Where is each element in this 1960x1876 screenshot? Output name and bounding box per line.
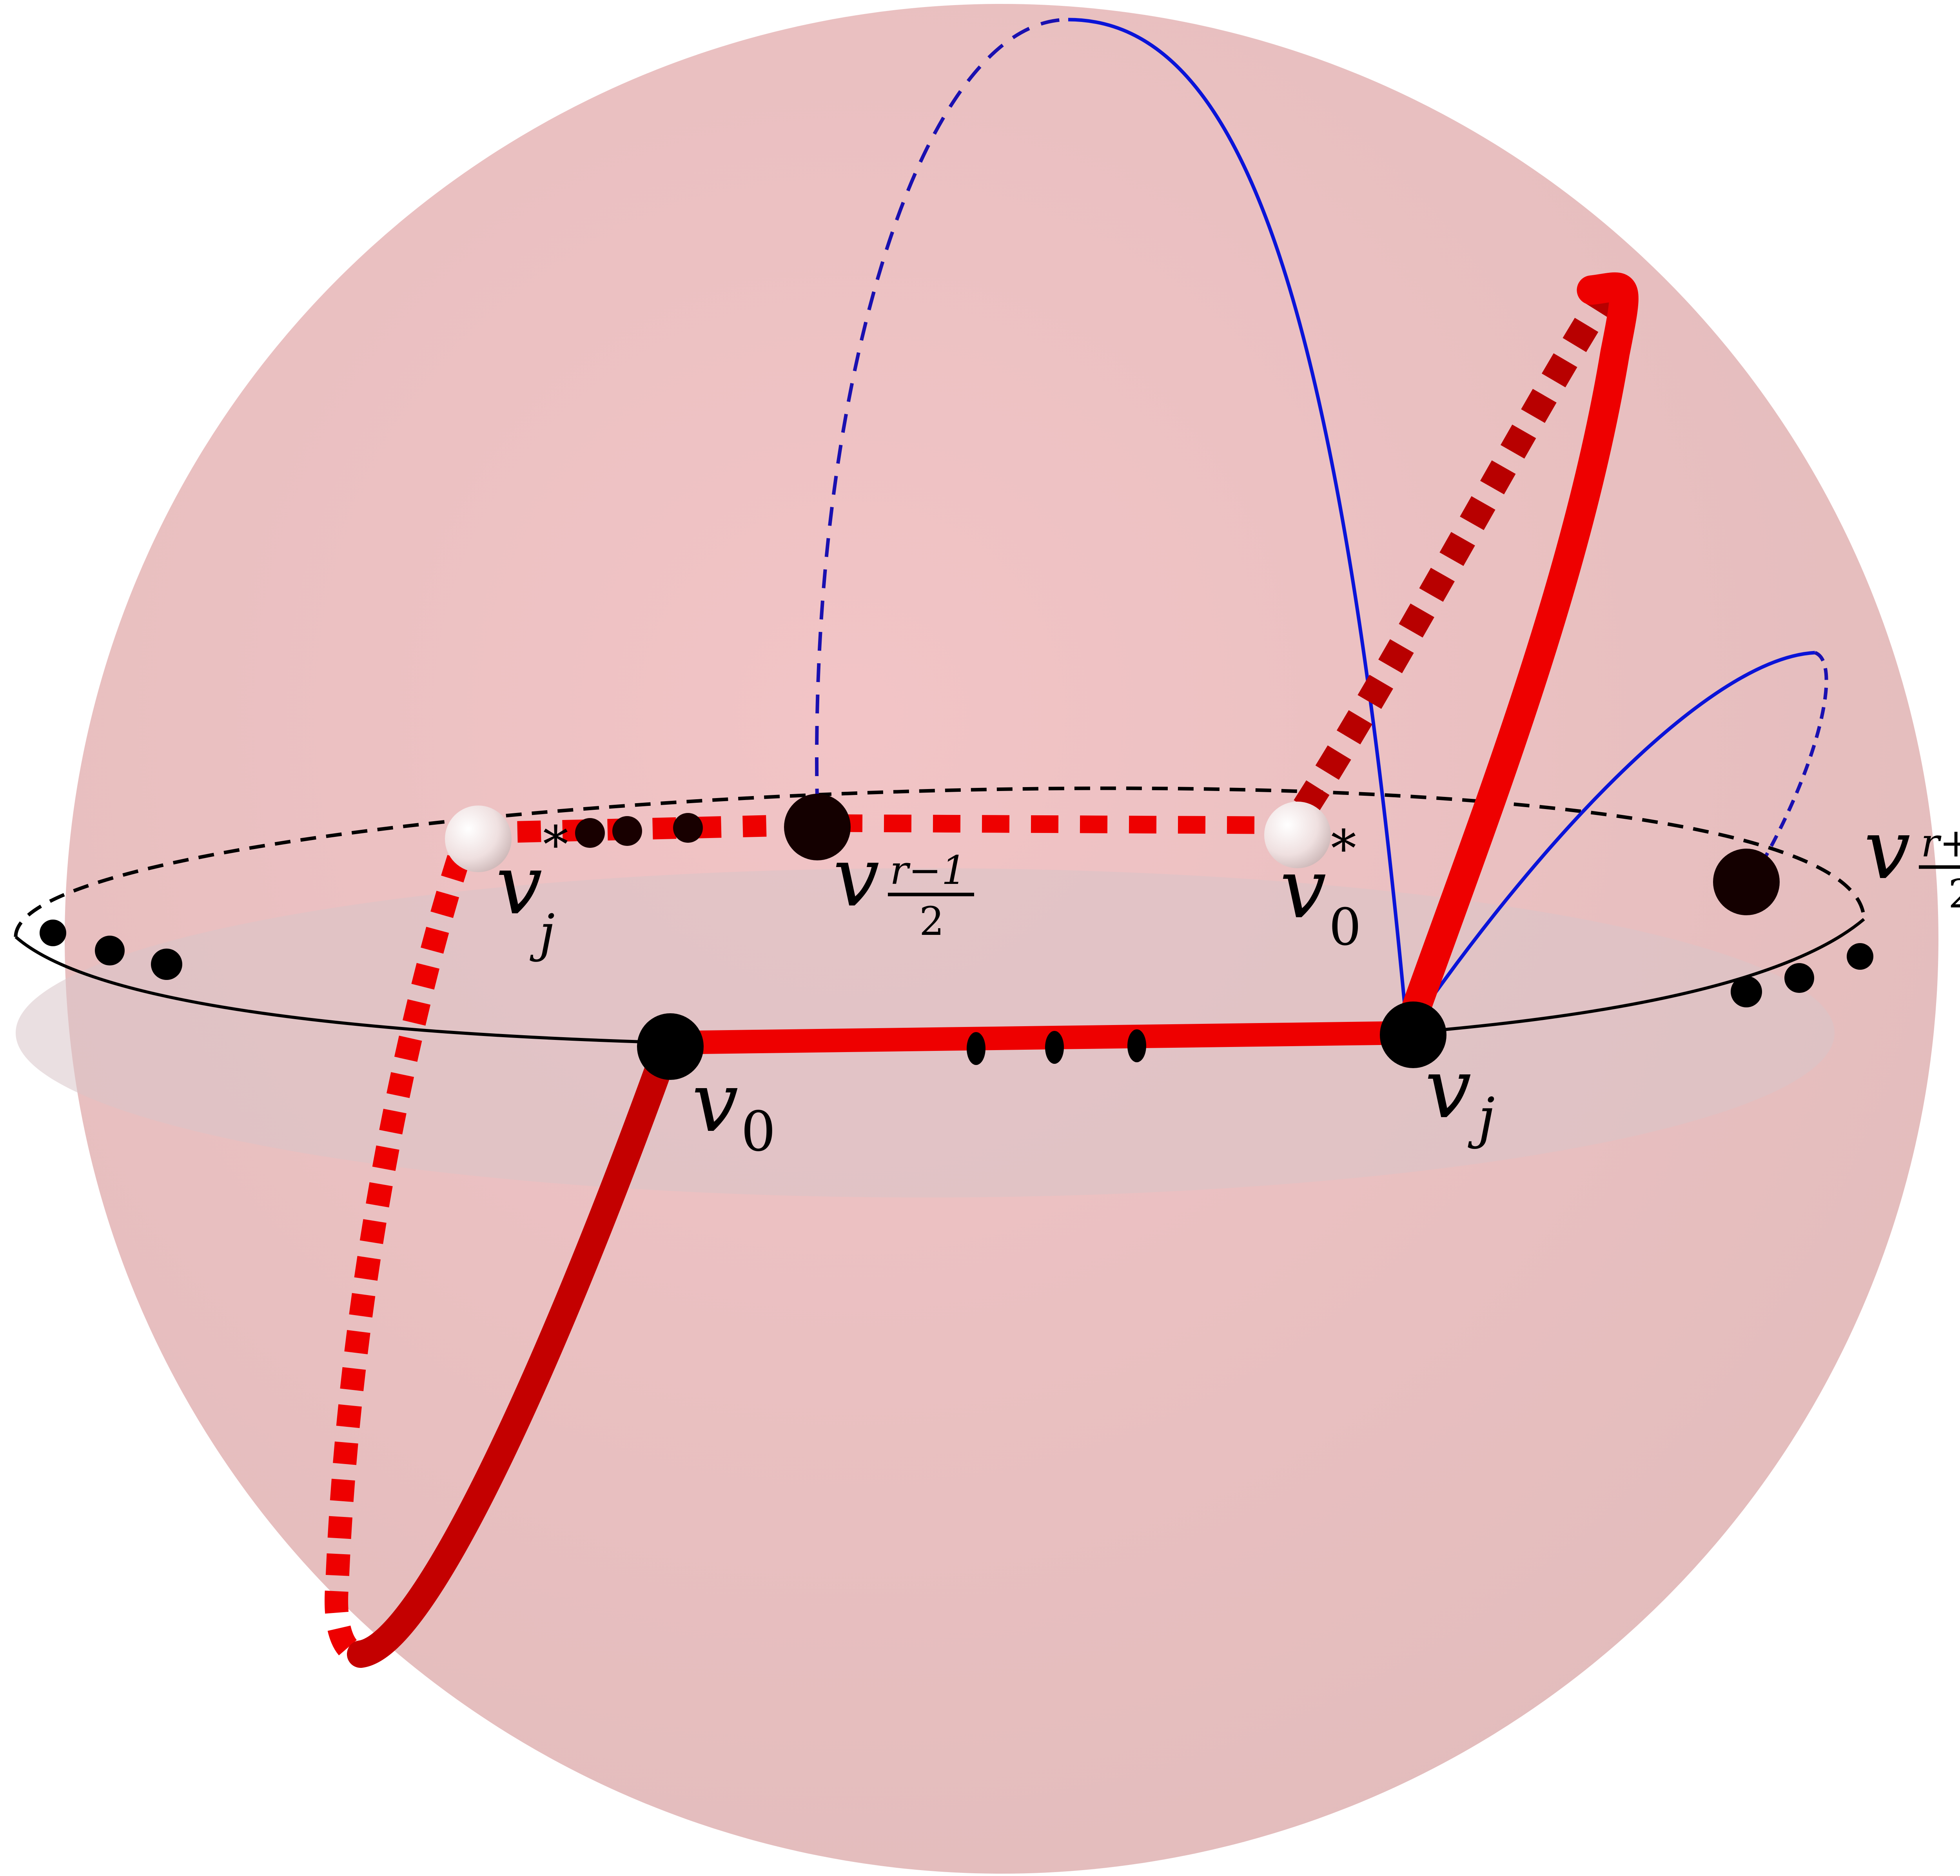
svg-text:2: 2 <box>1948 871 1960 917</box>
vertex-v-r-minus <box>784 794 851 860</box>
red-path-right-dashed <box>1294 290 1615 815</box>
path-mark <box>1045 1031 1064 1064</box>
svg-text:*: * <box>1331 819 1356 878</box>
red-path-front-equator <box>670 1021 1408 1054</box>
svg-text:v: v <box>1864 802 1911 898</box>
label-vj: v j <box>1425 1041 1495 1150</box>
svg-text:v: v <box>496 837 543 933</box>
vertex-small <box>95 936 125 965</box>
red-path-back-equator <box>472 814 800 844</box>
vertex-small-back <box>575 818 605 848</box>
vertex-vj-star <box>445 806 512 872</box>
vertex-small-back <box>673 813 703 843</box>
svg-text:v: v <box>833 829 880 925</box>
svg-text:0: 0 <box>1329 897 1361 957</box>
svg-text:v: v <box>1425 1041 1472 1137</box>
red-path-right-solid <box>1392 272 1639 1048</box>
red-path-left-solid <box>347 1045 676 1668</box>
label-v-r-plus: v r+1 2 <box>1864 802 1960 917</box>
svg-text:0: 0 <box>741 1100 776 1164</box>
label-vj-star: v * j <box>496 815 568 963</box>
blue-arc-small-back <box>1759 651 1828 867</box>
vertex-vj <box>1380 1002 1446 1068</box>
svg-text:r−1: r−1 <box>890 847 966 893</box>
svg-text:r+1: r+1 <box>1921 820 1960 866</box>
vertex-v0 <box>637 1013 704 1080</box>
vertex-small <box>40 920 66 946</box>
red-path-back-equator-2 <box>835 814 1255 834</box>
path-mark <box>1127 1029 1146 1062</box>
svg-text:v: v <box>692 1054 739 1150</box>
label-v0-star: v * 0 <box>1280 819 1361 957</box>
vertex-small <box>1784 963 1814 993</box>
label-v0: v 0 <box>692 1054 776 1164</box>
vertex-small <box>1847 943 1873 970</box>
label-v-r-minus: v r−1 2 <box>833 829 974 944</box>
vertex-small-back <box>612 816 642 846</box>
blue-arc-large-front <box>1068 18 1409 1033</box>
vertex-small <box>1731 976 1762 1007</box>
svg-text:v: v <box>1280 841 1327 937</box>
red-path-left-dashed <box>325 855 470 1666</box>
svg-text:*: * <box>543 815 568 874</box>
equator-front <box>15 918 1865 1045</box>
vertex-v-r-plus <box>1713 849 1780 915</box>
path-mark <box>967 1032 985 1065</box>
vertex-small <box>151 949 182 980</box>
blue-arc-small-front <box>1406 651 1815 1034</box>
svg-text:2: 2 <box>919 898 944 944</box>
vertex-v0-star <box>1264 802 1331 868</box>
